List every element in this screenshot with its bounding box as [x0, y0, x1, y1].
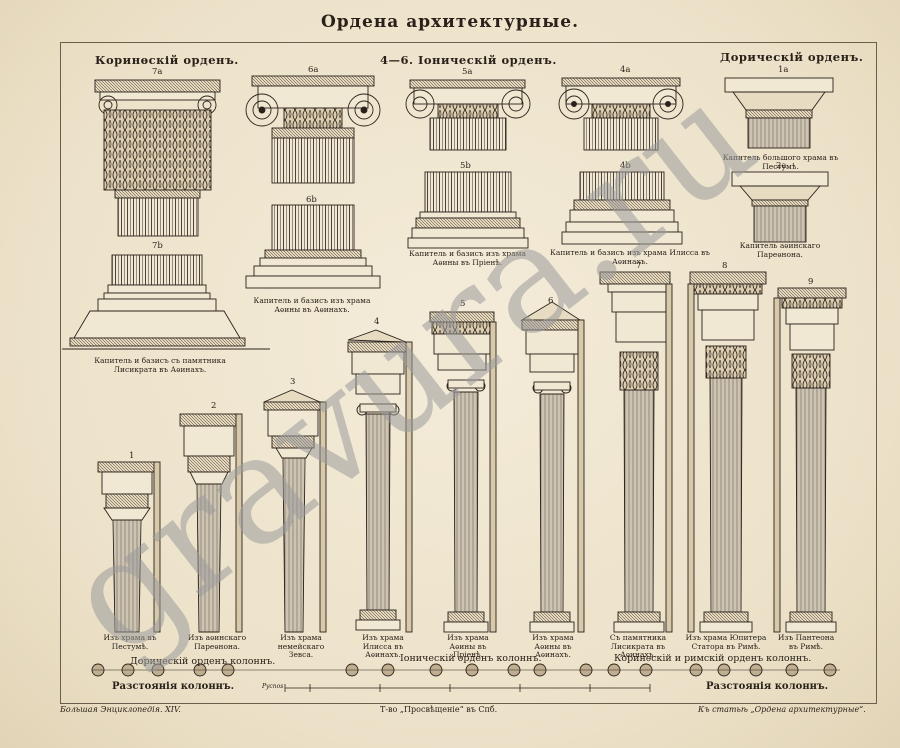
fig-4a-number: 4a — [620, 65, 631, 75]
column-2-number: 2 — [211, 401, 217, 411]
column-4-caption: Изъ храма Илисса въ Аѳинахъ. — [362, 633, 404, 660]
fig-7b-number: 7b — [152, 241, 163, 251]
column-8-caption: Изъ храма Юпитера Статора въ Римѣ. — [685, 633, 767, 651]
column-2-drawing — [179, 413, 243, 633]
caption-6: Капитель и базисъ изъ храма Аѳины въ Аѳи… — [253, 296, 371, 314]
caption-4: Капитель и базисъ изъ храма Илисса въ Аѳ… — [550, 248, 710, 266]
ionic-capital-6a — [245, 75, 381, 184]
scale-label: Pycnos — [262, 683, 284, 690]
ionic-base-5b — [407, 171, 529, 249]
column-2-caption: Изъ аѳинскаго Пареѳнона. — [187, 633, 247, 651]
fig-4b-number: 4b — [620, 161, 631, 171]
fig-1a-number: 1a — [778, 65, 789, 75]
corinthian-capital-7a — [94, 79, 221, 237]
column-1-drawing — [97, 461, 161, 633]
ionic-order-row-label: Іоническій орденъ колоннъ. — [400, 653, 542, 664]
fig-2a-number: 2a — [776, 161, 787, 171]
ionic-base-6b — [245, 204, 381, 289]
ionic-heading: 4—6. Іоническій орденъ. — [380, 53, 557, 67]
fig-6a-number: 6a — [308, 65, 319, 75]
footer-center: Т-во „Просвѣщеніе“ въ Спб. — [380, 705, 498, 714]
column-6-caption: Изъ храма Аѳины въ Аѳинахъ. — [532, 633, 574, 660]
column-4-drawing — [347, 329, 413, 633]
spacing-label-left: Разстоянія колоннъ. — [112, 681, 235, 692]
column-5-number: 5 — [460, 299, 466, 309]
plate-frame — [60, 42, 877, 704]
column-5-caption: Изъ храма Аѳины въ Пріенѣ. — [447, 633, 489, 660]
column-6-drawing — [520, 301, 585, 633]
doric-order-row-label: Дорическій орденъ колоннъ. — [130, 656, 276, 667]
fig-5a-number: 5a — [462, 67, 473, 77]
column-3-number: 3 — [290, 377, 296, 387]
plate-title: Ордена архитектурные. — [320, 12, 579, 32]
footer-left: Большая Энциклопедія. XIV. — [60, 705, 181, 714]
footer-right: Къ статьѣ „Ордена архитектурные“. — [698, 705, 866, 714]
column-3-caption: Изъ храма немейскаго Зевса. — [277, 633, 325, 660]
doric-capital-2a — [731, 171, 829, 243]
caption-7: Капитель и базисъ съ памятника Лисикрата… — [94, 356, 226, 374]
corinthian-base-7b — [62, 254, 270, 350]
column-3-drawing — [263, 389, 327, 633]
spacing-label-right: Разстоянія колоннъ. — [706, 681, 829, 692]
column-7-caption: Съ памятника Лисикрата въ Аѳинахъ. — [609, 633, 667, 660]
column-7-number: 7 — [636, 261, 642, 271]
column-1-number: 1 — [129, 451, 135, 461]
column-9-number: 9 — [808, 277, 814, 287]
column-1-caption: Изъ храма въ Пестумѣ. — [103, 633, 157, 651]
ionic-base-4b — [561, 171, 683, 245]
column-8-drawing — [687, 271, 767, 633]
ionic-capital-4a — [558, 77, 684, 151]
column-6-number: 6 — [548, 296, 554, 306]
corinthian-heading: Коринѳскій орденъ. — [95, 53, 239, 67]
column-7-drawing — [599, 271, 673, 633]
fig-7a-number: 7a — [152, 67, 163, 77]
ionic-capital-5a — [405, 79, 531, 151]
doric-heading: Дорическій орденъ. — [720, 50, 864, 64]
column-9-drawing — [773, 287, 847, 633]
doric-capital-1a — [724, 77, 834, 149]
caption-2: Капитель аѳинскаго Пареѳнона. — [739, 241, 821, 259]
fig-6b-number: 6b — [306, 195, 317, 205]
column-8-number: 8 — [722, 261, 728, 271]
column-5-drawing — [429, 311, 497, 633]
corinthian-order-row-label: Коринѳскій и римскій орденъ колоннъ. — [614, 653, 812, 664]
caption-1: Капитель большого храма въ Пестумѣ. — [722, 153, 839, 171]
fig-5b-number: 5b — [460, 161, 471, 171]
caption-5: Капитель и базисъ изъ храма Аѳины въ Прі… — [409, 249, 526, 267]
column-9-caption: Изъ Пантеона въ Римѣ. — [777, 633, 835, 651]
column-4-number: 4 — [374, 317, 380, 327]
